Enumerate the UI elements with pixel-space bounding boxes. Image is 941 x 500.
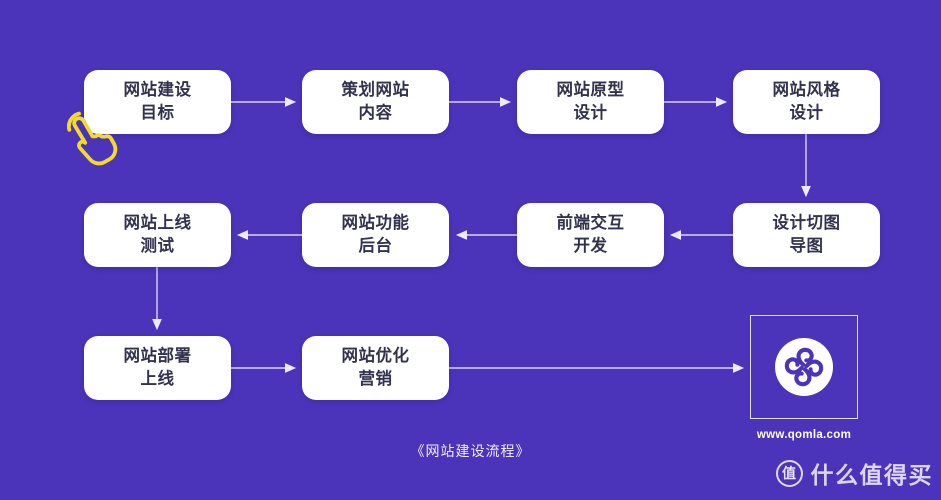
node-label-line: 策划网站: [341, 81, 410, 99]
flow-node-style-design: 网站风格 设计: [733, 70, 880, 134]
node-label-line: 网站部署: [123, 347, 192, 365]
node-label-line: 设计: [573, 104, 608, 122]
node-label-line: 后台: [358, 237, 393, 255]
flow-node-frontend-dev: 前端交互 开发: [517, 203, 664, 267]
logo-card: [750, 315, 858, 419]
logo-circle: [775, 338, 833, 396]
tap-hand-icon: [67, 111, 118, 166]
flow-node-backend-function: 网站功能 后台: [302, 203, 449, 267]
flow-node-deploy-online: 网站部署 上线: [84, 336, 231, 400]
node-label-line: 测试: [140, 237, 175, 255]
flow-node-website-goal: 网站建设 目标: [84, 70, 231, 134]
smzdm-badge-icon: 值: [775, 459, 803, 487]
node-label-line: 内容: [358, 104, 393, 122]
node-label-line: 网站上线: [123, 214, 192, 232]
node-label-line: 营销: [358, 370, 393, 388]
qomla-logo-icon: [784, 347, 824, 387]
node-label-line: 目标: [140, 104, 175, 122]
node-label-line: 设计切图: [772, 214, 841, 232]
flow-node-seo-marketing: 网站优化 营销: [302, 336, 449, 400]
node-label-line: 网站功能: [341, 214, 410, 232]
node-label-line: 设计: [789, 104, 824, 122]
smzdm-watermark: 值 什么值得买: [775, 456, 934, 490]
node-label-line: 上线: [140, 370, 175, 388]
node-label-line: 开发: [573, 237, 608, 255]
flow-node-launch-testing: 网站上线 测试: [84, 203, 231, 267]
node-label-line: 前端交互: [556, 214, 625, 232]
node-label-line: 网站风格: [772, 81, 841, 99]
smzdm-brand-text: 什么值得买: [810, 462, 933, 488]
diagram-caption: 《网站建设流程》: [410, 443, 531, 459]
node-label-line: 网站原型: [556, 81, 625, 99]
node-label-line: 导图: [789, 237, 824, 255]
flow-node-prototype-design: 网站原型 设计: [517, 70, 664, 134]
node-label-line: 网站优化: [341, 347, 410, 365]
website-url: www.qomla.com: [756, 429, 852, 441]
flow-node-design-slicing: 设计切图 导图: [733, 203, 880, 267]
flow-node-plan-content: 策划网站 内容: [302, 70, 449, 134]
node-label-line: 网站建设: [123, 81, 192, 99]
